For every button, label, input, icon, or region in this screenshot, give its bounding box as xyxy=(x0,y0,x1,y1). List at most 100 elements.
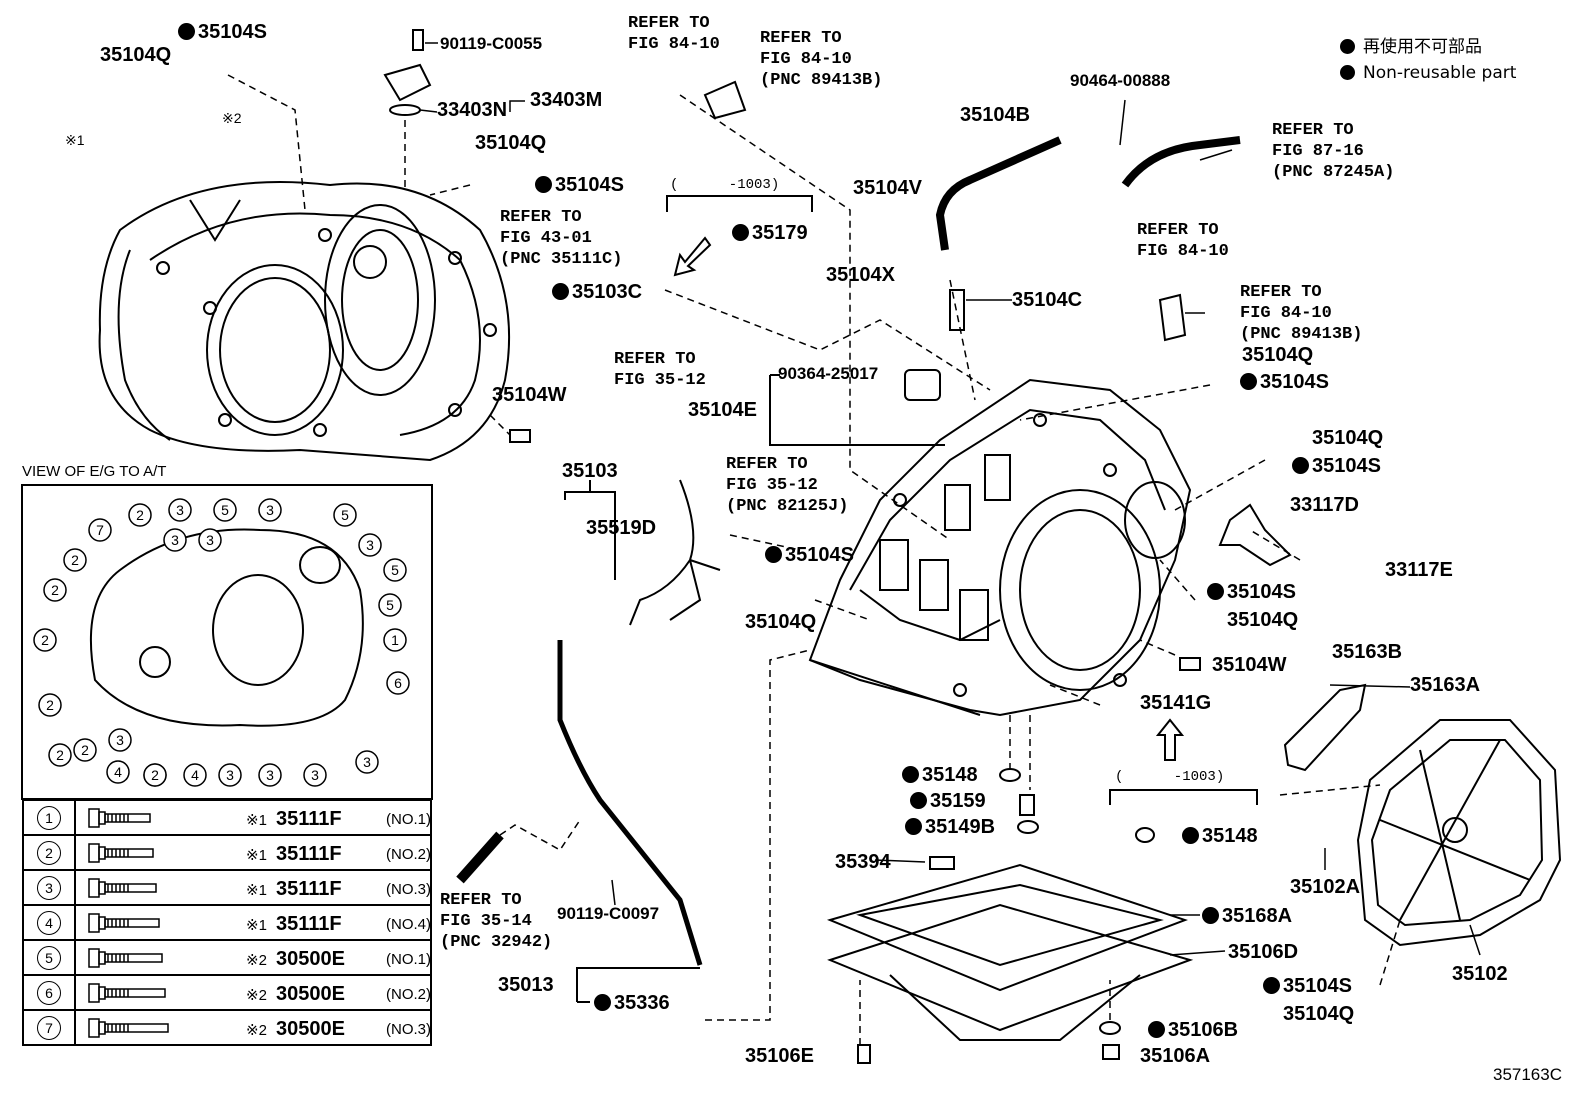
refer-fig-84-10-d[interactable]: REFER TO FIG 84-10 (PNC 89413B) xyxy=(1240,283,1363,344)
label-35013[interactable]: 35013 xyxy=(498,974,554,996)
label-35519d[interactable]: 35519D xyxy=(586,517,657,539)
label-35106b[interactable]: 35106B xyxy=(1148,1020,1238,1040)
label-35106d[interactable]: 35106D xyxy=(1228,941,1299,963)
label-33117d[interactable]: 33117D xyxy=(1290,494,1359,516)
label-35163b[interactable]: 35163B xyxy=(1332,641,1403,663)
gasket-35149b xyxy=(1017,820,1039,834)
bolt-part-number: 35111F xyxy=(276,843,342,865)
refer-fig-35-12-a[interactable]: REFER TO FIG 35-12 xyxy=(614,350,706,390)
label-35148-a[interactable]: 35148 xyxy=(902,765,978,785)
label-35104s-b[interactable]: 35104S xyxy=(535,175,624,195)
legend-en-text: Non-reusable part xyxy=(1363,63,1517,83)
label-35104s-g[interactable]: 35104S xyxy=(1263,976,1352,996)
label-35104q-g[interactable]: 35104Q xyxy=(1283,1003,1355,1025)
label-35104c[interactable]: 35104C xyxy=(1012,289,1083,311)
label-35179[interactable]: 35179 xyxy=(732,223,808,243)
inset-marker-circle xyxy=(355,750,379,774)
label-35104w-a[interactable]: 35104W xyxy=(492,384,567,406)
label-35104v[interactable]: 35104V xyxy=(853,177,922,199)
label-35394[interactable]: 35394 xyxy=(835,851,891,873)
label-35103c[interactable]: 35103C xyxy=(552,282,642,302)
bolt-icon xyxy=(88,948,163,968)
refer-fig-84-10-c[interactable]: REFER TO FIG 84-10 xyxy=(1137,221,1229,261)
inset-marker-circle xyxy=(163,528,187,552)
refer-fig-43-01[interactable]: REFER TO FIG 43-01 (PNC 35111C) xyxy=(500,208,623,269)
label-35102[interactable]: 35102 xyxy=(1452,963,1508,985)
label-35104q-d[interactable]: 35104Q xyxy=(745,611,817,633)
view-title: VIEW OF E/G TO A/T xyxy=(22,463,167,480)
bracket-33117d xyxy=(1218,503,1292,567)
label-35104q-f[interactable]: 35104Q xyxy=(1227,609,1299,631)
label-35103[interactable]: 35103 xyxy=(562,460,618,482)
range-note-1: ( -1003) xyxy=(670,177,780,193)
non-reusable-dot-icon xyxy=(1292,457,1309,474)
label-33403m[interactable]: 33403M xyxy=(530,89,603,111)
non-reusable-dot-icon xyxy=(1240,373,1257,390)
label-35168a[interactable]: 35168A xyxy=(1202,906,1292,926)
inset-number-markers: 2353572352352321262324243333 xyxy=(33,498,410,787)
refer-fig-84-10-a[interactable]: REFER TO FIG 84-10 xyxy=(628,14,720,54)
label-35104b[interactable]: 35104B xyxy=(960,104,1031,126)
label-35104s-c[interactable]: 35104S xyxy=(1240,372,1329,392)
label-90119-c0055[interactable]: 90119-C0055 xyxy=(440,34,543,53)
non-reusable-dot-icon xyxy=(594,994,611,1011)
label-35104q[interactable]: 35104Q xyxy=(100,44,172,66)
label-35149b[interactable]: 35149B xyxy=(905,817,995,837)
label-90464-00888[interactable]: 90464-00888 xyxy=(1070,71,1171,90)
label-35104s-f[interactable]: 35104S xyxy=(1207,582,1296,602)
inset-marker-number: 6 xyxy=(394,675,402,691)
label-35336[interactable]: 35336 xyxy=(594,993,670,1013)
bracket-35104e xyxy=(769,374,945,446)
label-35104x[interactable]: 35104X xyxy=(826,264,895,286)
refer-fig-84-10-b[interactable]: REFER TO FIG 84-10 (PNC 89413B) xyxy=(760,29,883,90)
label-35104s-d[interactable]: 35104S xyxy=(765,545,854,565)
inset-marker-number: 2 xyxy=(151,767,159,783)
inset-marker-circle xyxy=(108,728,132,752)
refer-fig-35-12-b[interactable]: REFER TO FIG 35-12 (PNC 82125J) xyxy=(726,455,849,516)
label-35104e[interactable]: 35104E xyxy=(688,399,757,421)
oil-pan xyxy=(826,863,1194,1041)
label-35163a[interactable]: 35163A xyxy=(1410,674,1481,696)
bushing-90364 xyxy=(904,369,941,401)
label-35104w-b[interactable]: 35104W xyxy=(1212,654,1287,676)
label-35104s-e[interactable]: 35104S xyxy=(1292,456,1381,476)
label-35106e[interactable]: 35106E xyxy=(745,1045,814,1067)
label-33403n[interactable]: 33403N xyxy=(437,99,508,121)
inset-marker-circle xyxy=(63,548,87,572)
label-35102a[interactable]: 35102A xyxy=(1290,876,1361,898)
inset-marker-number: 3 xyxy=(363,754,371,770)
label-35104q-b[interactable]: 35104Q xyxy=(475,132,547,154)
inset-marker-circle xyxy=(378,593,402,617)
label-35148-b[interactable]: 35148 xyxy=(1182,826,1258,846)
label-35159[interactable]: 35159 xyxy=(910,791,986,811)
label-90364-25017[interactable]: 90364-25017 xyxy=(778,364,879,383)
label-90119-c0097[interactable]: 90119-C0097 xyxy=(557,904,660,923)
label-35104q-c[interactable]: 35104Q xyxy=(1242,344,1314,366)
label-35106a[interactable]: 35106A xyxy=(1140,1045,1211,1067)
inset-marker-circle xyxy=(386,671,410,695)
refer-fig-35-14[interactable]: REFER TO FIG 35-14 (PNC 32942) xyxy=(440,891,553,952)
refer-fig-87-16[interactable]: REFER TO FIG 87-16 (PNC 87245A) xyxy=(1272,121,1395,182)
label-35104s[interactable]: 35104S xyxy=(178,22,267,42)
inset-marker-number: 5 xyxy=(391,562,399,578)
label-35141g[interactable]: 35141G xyxy=(1140,692,1212,714)
range-note-2: ( -1003) xyxy=(1115,769,1225,785)
inset-marker-number: 1 xyxy=(391,632,399,648)
bolt-mark: ※2 xyxy=(246,987,267,1004)
label-35104q-e[interactable]: 35104Q xyxy=(1312,427,1384,449)
bolt-number-cell: 2 xyxy=(22,834,76,871)
inset-marker-number: 2 xyxy=(56,747,64,763)
bolt-mark: ※1 xyxy=(246,917,267,934)
inset-marker-circle xyxy=(33,628,57,652)
inset-marker-number: 3 xyxy=(266,502,274,518)
inset-marker-number: 4 xyxy=(114,764,122,780)
label-33117e[interactable]: 33117E xyxy=(1385,559,1453,581)
